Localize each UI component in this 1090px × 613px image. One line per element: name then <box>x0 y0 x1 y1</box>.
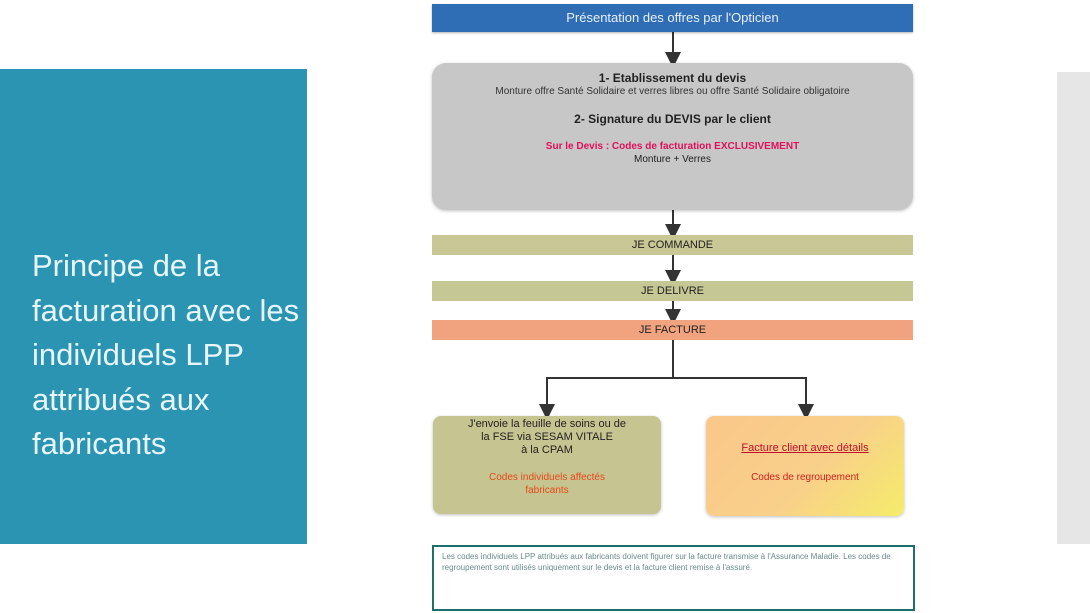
fse-codes: Codes individuels affectés <box>489 472 605 483</box>
side-panel: Principe de la facturation avec les indi… <box>0 69 307 544</box>
footnote-box: Les codes individuels LPP attribués aux … <box>432 545 915 611</box>
devis-remark: Sur le Devis : Codes de facturation EXCL… <box>545 141 800 152</box>
band-je-delivre: JE DELIVRE <box>432 281 913 301</box>
client-invoice-title: Facture client avec détails <box>741 442 869 454</box>
slide-title: Principe de la facturation avec les indi… <box>32 248 300 461</box>
connector-split-right <box>673 377 814 420</box>
fse-line1: J'envoie la feuille de soins ou de <box>467 418 627 430</box>
step1-subtitle: Monture offre Santé Solidaire et verres … <box>495 86 850 97</box>
fse-line3: à la CPAM <box>521 444 573 456</box>
band-je-commande: JE COMMANDE <box>432 235 913 255</box>
fse-line2: la FSE via SESAM VITALE <box>481 431 613 443</box>
client-invoice-sub: Codes de regroupement <box>751 472 859 483</box>
devis-remark-sub: Monture + Verres <box>634 154 711 165</box>
band-je-facture: JE FACTURE <box>432 320 913 340</box>
client-invoice-box: Facture client avec détails Codes de reg… <box>706 416 904 516</box>
fse-box: J'envoie la feuille de soins ou de la FS… <box>433 416 661 514</box>
step1-title: 1- Etablissement du devis <box>598 71 747 85</box>
banner-presentation-offres: Présentation des offres par l'Opticien <box>432 4 913 32</box>
step2-title: 2- Signature du DEVIS par le client <box>574 112 771 126</box>
devis-box: 1- Etablissement du devis Monture offre … <box>432 63 913 210</box>
right-panel <box>1057 72 1090 544</box>
connector-split <box>539 340 674 420</box>
fse-codes-2: fabricants <box>525 485 569 496</box>
